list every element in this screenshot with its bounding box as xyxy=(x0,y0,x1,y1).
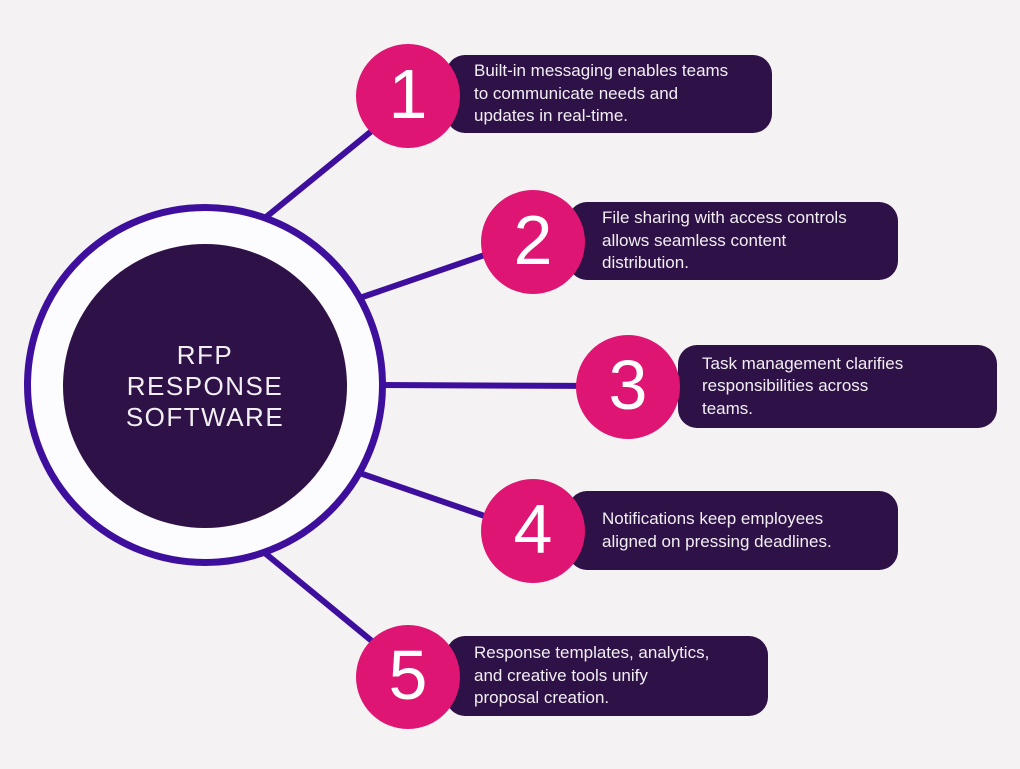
hub-title-line-3: SOFTWARE xyxy=(125,401,285,432)
feature-3-line-3: teams. xyxy=(702,398,754,418)
feature-2-line-3: distribution. xyxy=(602,253,689,273)
connector-line-2 xyxy=(344,245,506,306)
feature-2-line-2: allows seamless content xyxy=(602,230,787,250)
feature-5-line-2: and creative tools unify xyxy=(474,665,648,685)
feature-number-circle-1: 1 xyxy=(356,44,460,148)
feature-box-1: Built-in messaging enables teams to comm… xyxy=(446,55,772,133)
hub-title-line-2: RESPONSE xyxy=(126,370,284,401)
feature-number-3: 3 xyxy=(608,345,648,424)
hub-inner-circle: RFP RESPONSE SOFTWARE xyxy=(63,244,347,528)
connector-line-4 xyxy=(344,465,506,526)
feature-number-2: 2 xyxy=(513,200,553,279)
feature-number-circle-2: 2 xyxy=(481,190,585,294)
hub-title: RFP RESPONSE SOFTWARE xyxy=(126,340,284,433)
feature-number-4: 4 xyxy=(513,489,553,568)
feature-3-line-1: Task management clarifies xyxy=(702,353,904,373)
feature-3-line-2: responsibilities across xyxy=(702,376,869,396)
feature-number-5: 5 xyxy=(388,635,428,714)
feature-5-line-1: Response templates, analytics, xyxy=(474,643,710,663)
feature-number-circle-5: 5 xyxy=(356,625,460,729)
feature-1-line-2: to communicate needs and xyxy=(474,83,679,103)
feature-1-line-3: updates in real-time. xyxy=(474,106,629,126)
feature-1-line-1: Built-in messaging enables teams xyxy=(474,61,729,81)
feature-number-circle-3: 3 xyxy=(576,335,680,439)
feature-4-line-2: aligned on pressing deadlines. xyxy=(602,531,832,551)
feature-5-line-3: proposal creation. xyxy=(474,688,610,708)
feature-box-3: Task management clarifies responsibiliti… xyxy=(678,345,997,428)
feature-2-line-1: File sharing with access controls xyxy=(602,208,847,228)
feature-number-circle-4: 4 xyxy=(481,479,585,583)
feature-4-line-1: Notifications keep employees xyxy=(602,509,824,528)
feature-number-1: 1 xyxy=(388,54,428,133)
connector-line-3 xyxy=(369,382,611,389)
hub-title-line-1: RFP xyxy=(176,339,234,370)
feature-box-2: File sharing with access controls allows… xyxy=(568,202,898,280)
feature-box-4: Notifications keep employees aligned on … xyxy=(568,491,898,570)
feature-box-5: Response templates, analytics, and creat… xyxy=(446,636,768,716)
